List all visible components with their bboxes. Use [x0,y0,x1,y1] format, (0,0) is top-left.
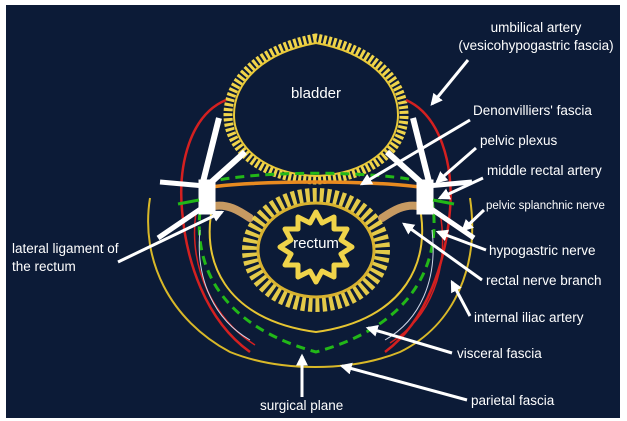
vesicohypogastric-fascia-label: (vesicohypogastric fascia) [458,38,613,53]
arrow-visceral-fascia [368,328,452,353]
arrow-umbilical-artery [432,60,468,104]
lateral-ligament-label: lateral ligament of [12,241,119,256]
pelvic-plexus-label: pelvic plexus [480,133,558,148]
middle-rectal-artery-label: middle rectal artery [487,163,602,178]
denonvilliers-fascia-line [205,182,425,188]
denonvilliers-fascia-label: Denonvilliers' fascia [473,103,592,118]
hypogastric-nerve-label: hypogastric nerve [489,243,596,258]
internal-iliac-artery-label: internal iliac artery [474,310,584,325]
arrow-lateral-ligament [118,212,222,262]
surgical-plane-label: surgical plane [260,398,343,413]
lateral-ligament-right [382,206,418,218]
umbilical-artery-label: umbilical artery [491,20,582,35]
lateral-ligament-label-line2: the rectum [12,259,76,274]
rectal-nerve-branch-label: rectal nerve branch [486,273,602,288]
arrow-pelvic-plexus [437,148,476,182]
rectum-label: rectum [293,235,339,252]
bladder-label: bladder [291,85,341,102]
parietal-fascia-label: parietal fascia [471,393,555,408]
pelvic-splanchnic-nerve-label: pelvic splanchnic nerve [486,200,605,212]
pelvic-plexus-left [158,118,245,238]
visceral-fascia-label: visceral fascia [457,346,542,361]
bladder-shape [228,38,404,180]
arrow-pelvic-splanchnic [463,210,484,230]
arrow-parietal-fascia [342,366,467,400]
